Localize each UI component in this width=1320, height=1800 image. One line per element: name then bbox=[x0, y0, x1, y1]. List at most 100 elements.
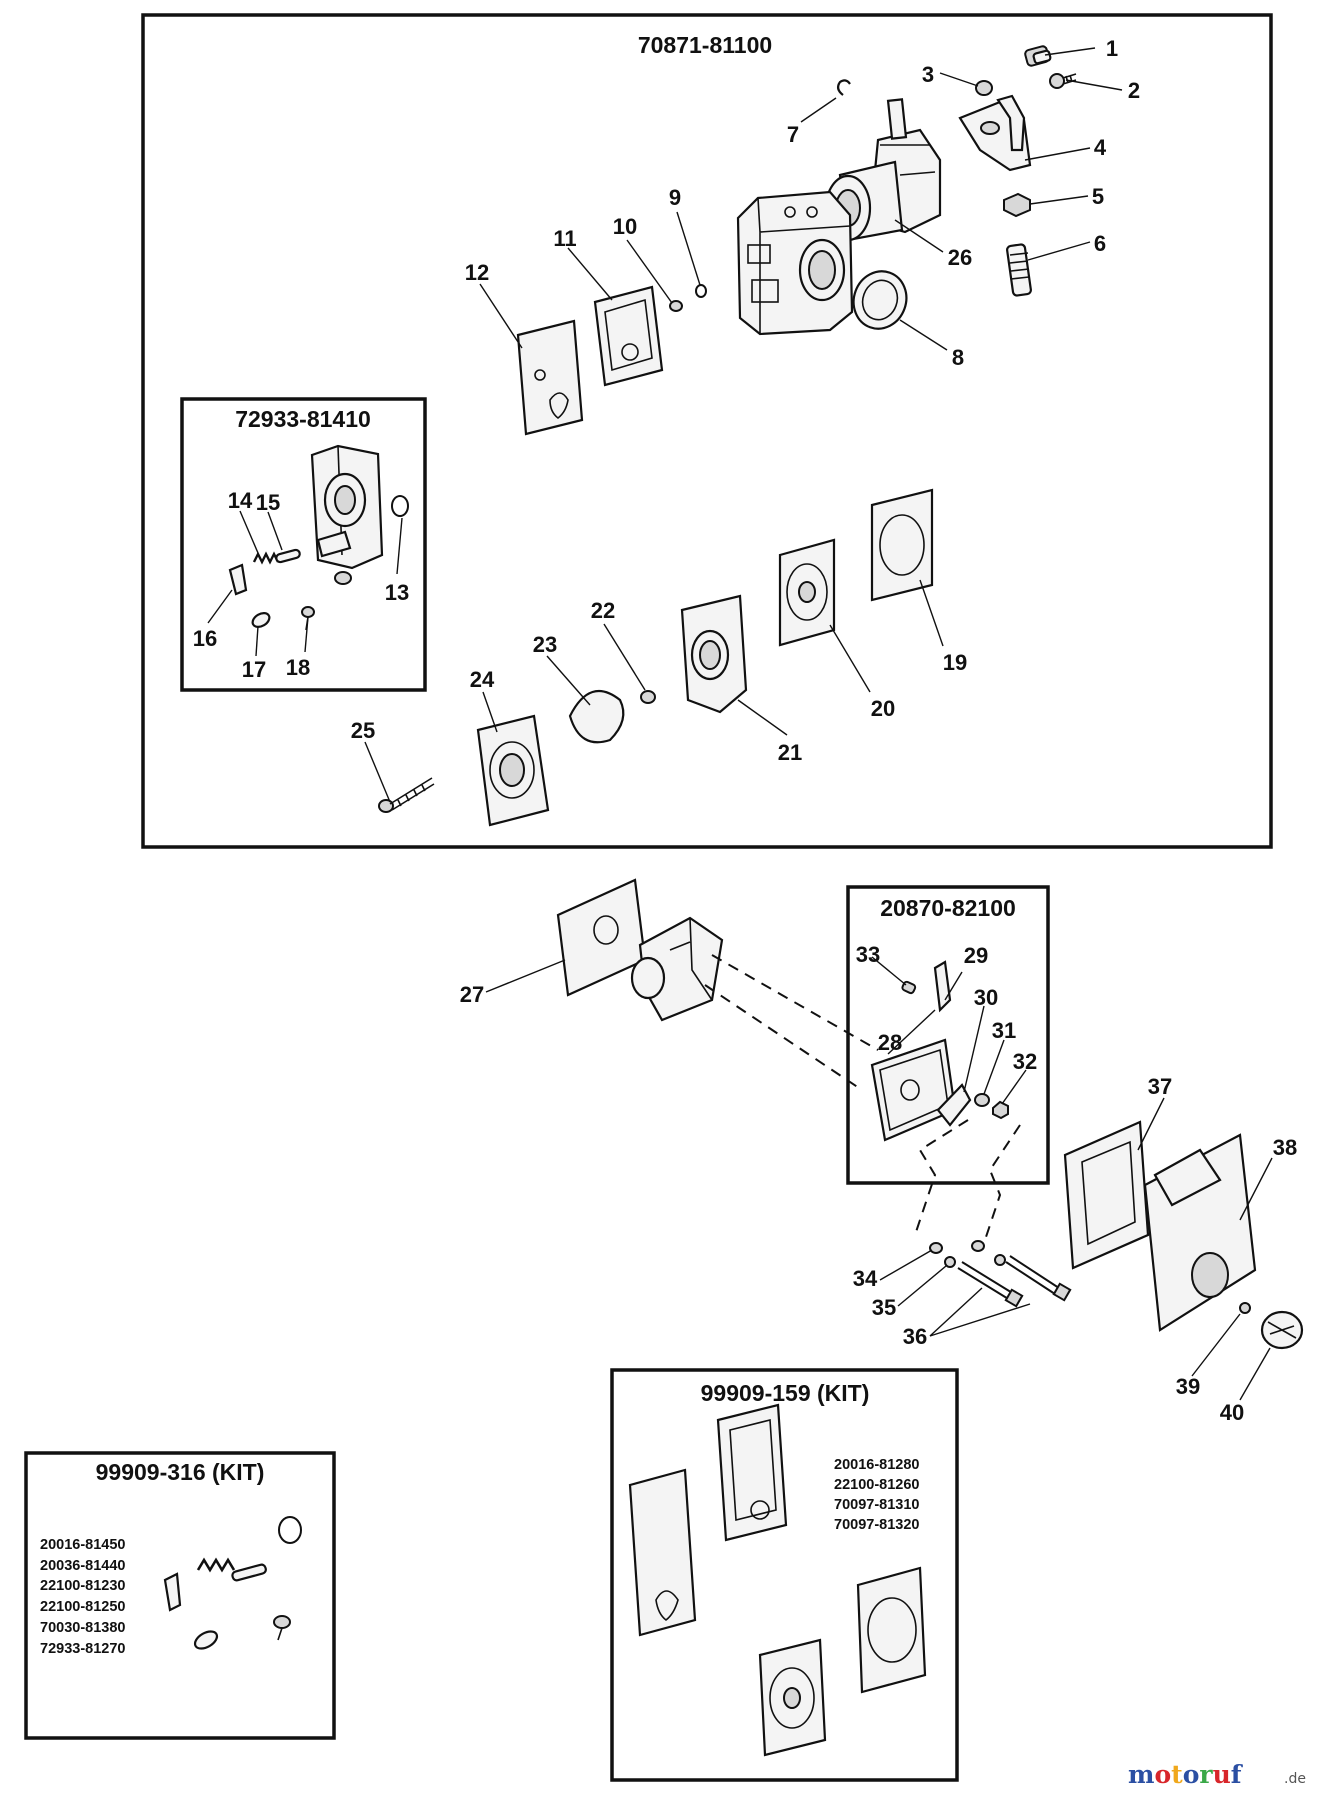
svg-text:72933-81270: 72933-81270 bbox=[40, 1641, 125, 1657]
callout-33: 33 bbox=[856, 942, 880, 967]
kit-316-part-numbers: 20016-81450 20036-81440 22100-81230 2210… bbox=[40, 1537, 125, 1657]
part-11-gasket bbox=[593, 285, 664, 387]
part-23-primer-bulb bbox=[568, 690, 625, 744]
part-19-gasket bbox=[870, 488, 934, 602]
callout-36: 36 bbox=[903, 1324, 927, 1349]
part-10-screw bbox=[669, 300, 683, 312]
callout-20: 20 bbox=[871, 696, 895, 721]
kit-316-title: 99909-316 (KIT) bbox=[96, 1459, 265, 1485]
part-31-washer bbox=[974, 1093, 990, 1107]
svg-text:20016-81280: 20016-81280 bbox=[834, 1457, 919, 1473]
part-6-fitting bbox=[1006, 243, 1032, 297]
cover-assembly-title: 20870-82100 bbox=[880, 895, 1016, 921]
svg-text:22100-81230: 22100-81230 bbox=[40, 1578, 125, 1594]
callout-19: 19 bbox=[943, 650, 967, 675]
part-26-throttle-body bbox=[824, 98, 942, 242]
svg-text:20016-81450: 20016-81450 bbox=[40, 1537, 125, 1553]
callout-8: 8 bbox=[952, 345, 964, 370]
callout-34: 34 bbox=[853, 1266, 878, 1291]
callout-3: 3 bbox=[922, 62, 934, 87]
callout-2: 2 bbox=[1128, 78, 1140, 103]
callout-numbers: 1 2 3 4 5 6 7 8 9 10 11 12 13 14 15 16 1… bbox=[193, 36, 1297, 1425]
callout-10: 10 bbox=[613, 214, 637, 239]
pump-body bbox=[310, 444, 384, 585]
part-13-o-ring bbox=[391, 495, 409, 517]
callout-35: 35 bbox=[872, 1295, 896, 1320]
carburetor-body bbox=[736, 190, 854, 336]
callout-15: 15 bbox=[256, 490, 280, 515]
part-20-diaphragm bbox=[778, 538, 836, 647]
callout-18: 18 bbox=[286, 655, 310, 680]
callout-7: 7 bbox=[787, 122, 799, 147]
pump-assembly-title: 72933-81410 bbox=[235, 406, 371, 432]
part-22-nut bbox=[640, 690, 656, 704]
part-1-fitting bbox=[1024, 45, 1052, 67]
leader-lines bbox=[207, 47, 1273, 1401]
kit-316-frame bbox=[24, 1451, 336, 1740]
part-30-bracket bbox=[936, 1083, 972, 1127]
callout-29: 29 bbox=[964, 943, 988, 968]
part-38-air-cleaner-cover bbox=[1143, 1133, 1257, 1332]
part-8-gasket-ring bbox=[852, 270, 908, 330]
part-4-bracket bbox=[958, 94, 1032, 172]
part-34-washer bbox=[929, 1240, 985, 1254]
svg-text:.de: .de bbox=[1284, 1771, 1306, 1787]
main-assembly-title: 70871-81100 bbox=[638, 32, 772, 58]
callout-16: 16 bbox=[193, 626, 217, 651]
part-21-pump-cover bbox=[680, 594, 748, 714]
part-25-screw bbox=[378, 777, 435, 813]
part-5-nut bbox=[1003, 192, 1031, 218]
part-2-screw bbox=[1049, 73, 1077, 89]
svg-text:70097-81320: 70097-81320 bbox=[834, 1517, 919, 1533]
part-40-knob bbox=[1260, 1310, 1304, 1350]
part-9-o-ring bbox=[695, 284, 707, 298]
callout-9: 9 bbox=[669, 185, 681, 210]
part-39-washer bbox=[1239, 1302, 1251, 1314]
callout-22: 22 bbox=[591, 598, 615, 623]
part-29-lever bbox=[933, 960, 952, 1013]
kit-159-title: 99909-159 (KIT) bbox=[701, 1380, 870, 1406]
callout-25: 25 bbox=[351, 718, 375, 743]
callout-17: 17 bbox=[242, 657, 266, 682]
callout-4: 4 bbox=[1094, 135, 1107, 160]
callout-12: 12 bbox=[465, 260, 489, 285]
callout-27: 27 bbox=[460, 982, 484, 1007]
part-16-lever bbox=[228, 563, 248, 596]
callout-30: 30 bbox=[974, 985, 998, 1010]
svg-text:70030-81380: 70030-81380 bbox=[40, 1620, 125, 1636]
callout-39: 39 bbox=[1176, 1374, 1200, 1399]
kit-159-parts bbox=[628, 1403, 927, 1757]
callout-40: 40 bbox=[1220, 1400, 1244, 1425]
part-28-cover-plate bbox=[870, 1038, 957, 1142]
part-35-lockwasher bbox=[944, 1254, 1006, 1268]
kit-159-part-numbers: 20016-81280 22100-81260 70097-81310 7009… bbox=[834, 1457, 919, 1533]
callout-21: 21 bbox=[778, 740, 802, 765]
kit-159-frame bbox=[610, 1368, 959, 1782]
callout-1: 1 bbox=[1106, 36, 1118, 61]
part-15-pin bbox=[275, 548, 301, 564]
callout-5: 5 bbox=[1092, 184, 1104, 209]
kit-316-parts bbox=[163, 1516, 302, 1650]
callout-38: 38 bbox=[1273, 1135, 1297, 1160]
cover-assembly-frame bbox=[846, 885, 1050, 1185]
watermark-logo: motoruf .de bbox=[1128, 1760, 1306, 1789]
svg-text:22100-81260: 22100-81260 bbox=[834, 1477, 919, 1493]
callout-23: 23 bbox=[533, 632, 557, 657]
callout-32: 32 bbox=[1013, 1049, 1037, 1074]
callout-31: 31 bbox=[992, 1018, 1016, 1043]
part-17-needle bbox=[251, 612, 271, 628]
callout-26: 26 bbox=[948, 245, 972, 270]
callout-6: 6 bbox=[1094, 231, 1106, 256]
callout-24: 24 bbox=[470, 667, 495, 692]
callout-14: 14 bbox=[228, 488, 253, 513]
part-36-bolt bbox=[957, 1255, 1072, 1308]
svg-text:22100-81250: 22100-81250 bbox=[40, 1599, 125, 1615]
part-32-nut bbox=[992, 1100, 1009, 1120]
carburetor-assembly bbox=[630, 916, 724, 1022]
part-3-washer bbox=[975, 80, 993, 96]
callout-37: 37 bbox=[1148, 1074, 1172, 1099]
part-24-bulb-housing bbox=[476, 714, 550, 827]
part-7-clip bbox=[836, 79, 851, 96]
svg-text:20036-81440: 20036-81440 bbox=[40, 1558, 125, 1574]
svg-text:70097-81310: 70097-81310 bbox=[834, 1497, 919, 1513]
